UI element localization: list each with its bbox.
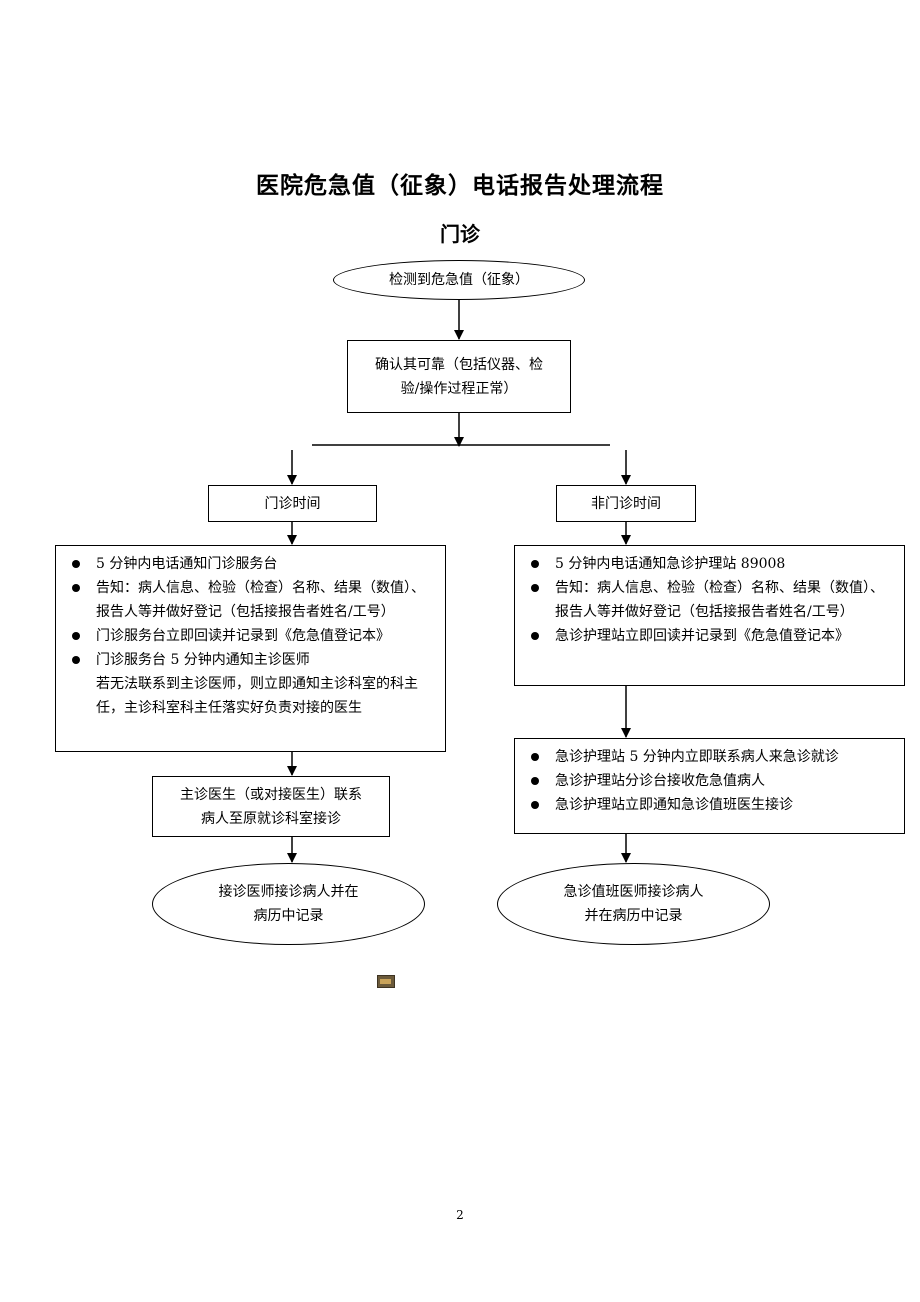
page-subtitle: 门诊: [440, 222, 480, 246]
embedded-image-icon: [377, 975, 395, 988]
list-item: 急诊护理站分诊台接收危急值病人: [523, 769, 896, 793]
right-steps-box: 5 分钟内电话通知急诊护理站 89008 告知：病人信息、检验（检查）名称、结果…: [514, 545, 905, 686]
list-item: 5 分钟内电话通知急诊护理站 89008: [523, 552, 896, 576]
page-title: 医院危急值（征象）电话报告处理流程: [256, 173, 664, 199]
confirm-line-2: 验/操作过程正常）: [400, 380, 518, 397]
right-end-line-2: 并在病历中记录: [584, 908, 683, 924]
right-end-node: 急诊值班医师接诊病人 并在病历中记录: [497, 863, 770, 945]
left-end-line-2: 病历中记录: [253, 908, 324, 924]
left-label-text: 门诊时间: [264, 495, 321, 512]
right-steps-list: 5 分钟内电话通知急诊护理站 89008 告知：病人信息、检验（检查）名称、结果…: [523, 552, 896, 648]
start-node: 检测到危急值（征象）: [333, 260, 585, 300]
right-label-text: 非门诊时间: [591, 495, 661, 512]
bullet-icon: [531, 801, 539, 809]
right-steps2-box: 急诊护理站 5 分钟内立即联系病人来急诊就诊 急诊护理站分诊台接收危急值病人 急…: [514, 738, 905, 834]
right-end-line-1: 急诊值班医师接诊病人: [563, 884, 704, 900]
left-steps-note: 若无法联系到主诊医师，则立即通知主诊科室的科主任，主诊科室科主任落实好负责对接的…: [96, 676, 418, 716]
confirm-line-1: 确认其可靠（包括仪器、检: [375, 356, 543, 373]
bullet-icon: [531, 584, 539, 592]
confirm-node: 确认其可靠（包括仪器、检 验/操作过程正常）: [347, 340, 571, 413]
left-steps-box: 5 分钟内电话通知门诊服务台 告知：病人信息、检验（检查）名称、结果（数值）、报…: [55, 545, 446, 752]
right-steps2-list: 急诊护理站 5 分钟内立即联系病人来急诊就诊 急诊护理站分诊台接收危急值病人 急…: [523, 745, 896, 817]
list-item: 门诊服务台 5 分钟内通知主诊医师: [64, 648, 437, 672]
list-item: 急诊护理站 5 分钟内立即联系病人来急诊就诊: [523, 745, 896, 769]
bullet-icon: [72, 632, 80, 640]
left-steps-list: 5 分钟内电话通知门诊服务台 告知：病人信息、检验（检查）名称、结果（数值）、报…: [64, 552, 437, 672]
left-contact-node: 主诊医生（或对接医生）联系 病人至原就诊科室接诊: [152, 776, 390, 837]
list-item: 急诊护理站立即通知急诊值班医生接诊: [523, 793, 896, 817]
list-item: 告知：病人信息、检验（检查）名称、结果（数值）、报告人等并做好登记（包括接报告者…: [523, 576, 896, 624]
bullet-icon: [531, 777, 539, 785]
left-end-line-1: 接诊医师接诊病人并在: [218, 884, 359, 900]
list-item: 5 分钟内电话通知门诊服务台: [64, 552, 437, 576]
page-number: 2: [456, 1208, 464, 1222]
bullet-icon: [72, 656, 80, 664]
bullet-icon: [72, 584, 80, 592]
list-item: 告知：病人信息、检验（检查）名称、结果（数值）、报告人等并做好登记（包括接报告者…: [64, 576, 437, 624]
bullet-icon: [531, 632, 539, 640]
left-end-node: 接诊医师接诊病人并在 病历中记录: [152, 863, 425, 945]
bullet-icon: [531, 560, 539, 568]
right-branch-label: 非门诊时间: [556, 485, 696, 522]
left-branch-label: 门诊时间: [208, 485, 377, 522]
left-contact-line-2: 病人至原就诊科室接诊: [201, 810, 341, 827]
bullet-icon: [531, 753, 539, 761]
bullet-icon: [72, 560, 80, 568]
left-contact-line-1: 主诊医生（或对接医生）联系: [180, 786, 362, 803]
list-item: 门诊服务台立即回读并记录到《危急值登记本》: [64, 624, 437, 648]
start-text: 检测到危急值（征象）: [389, 272, 529, 288]
list-item: 急诊护理站立即回读并记录到《危急值登记本》: [523, 624, 896, 648]
